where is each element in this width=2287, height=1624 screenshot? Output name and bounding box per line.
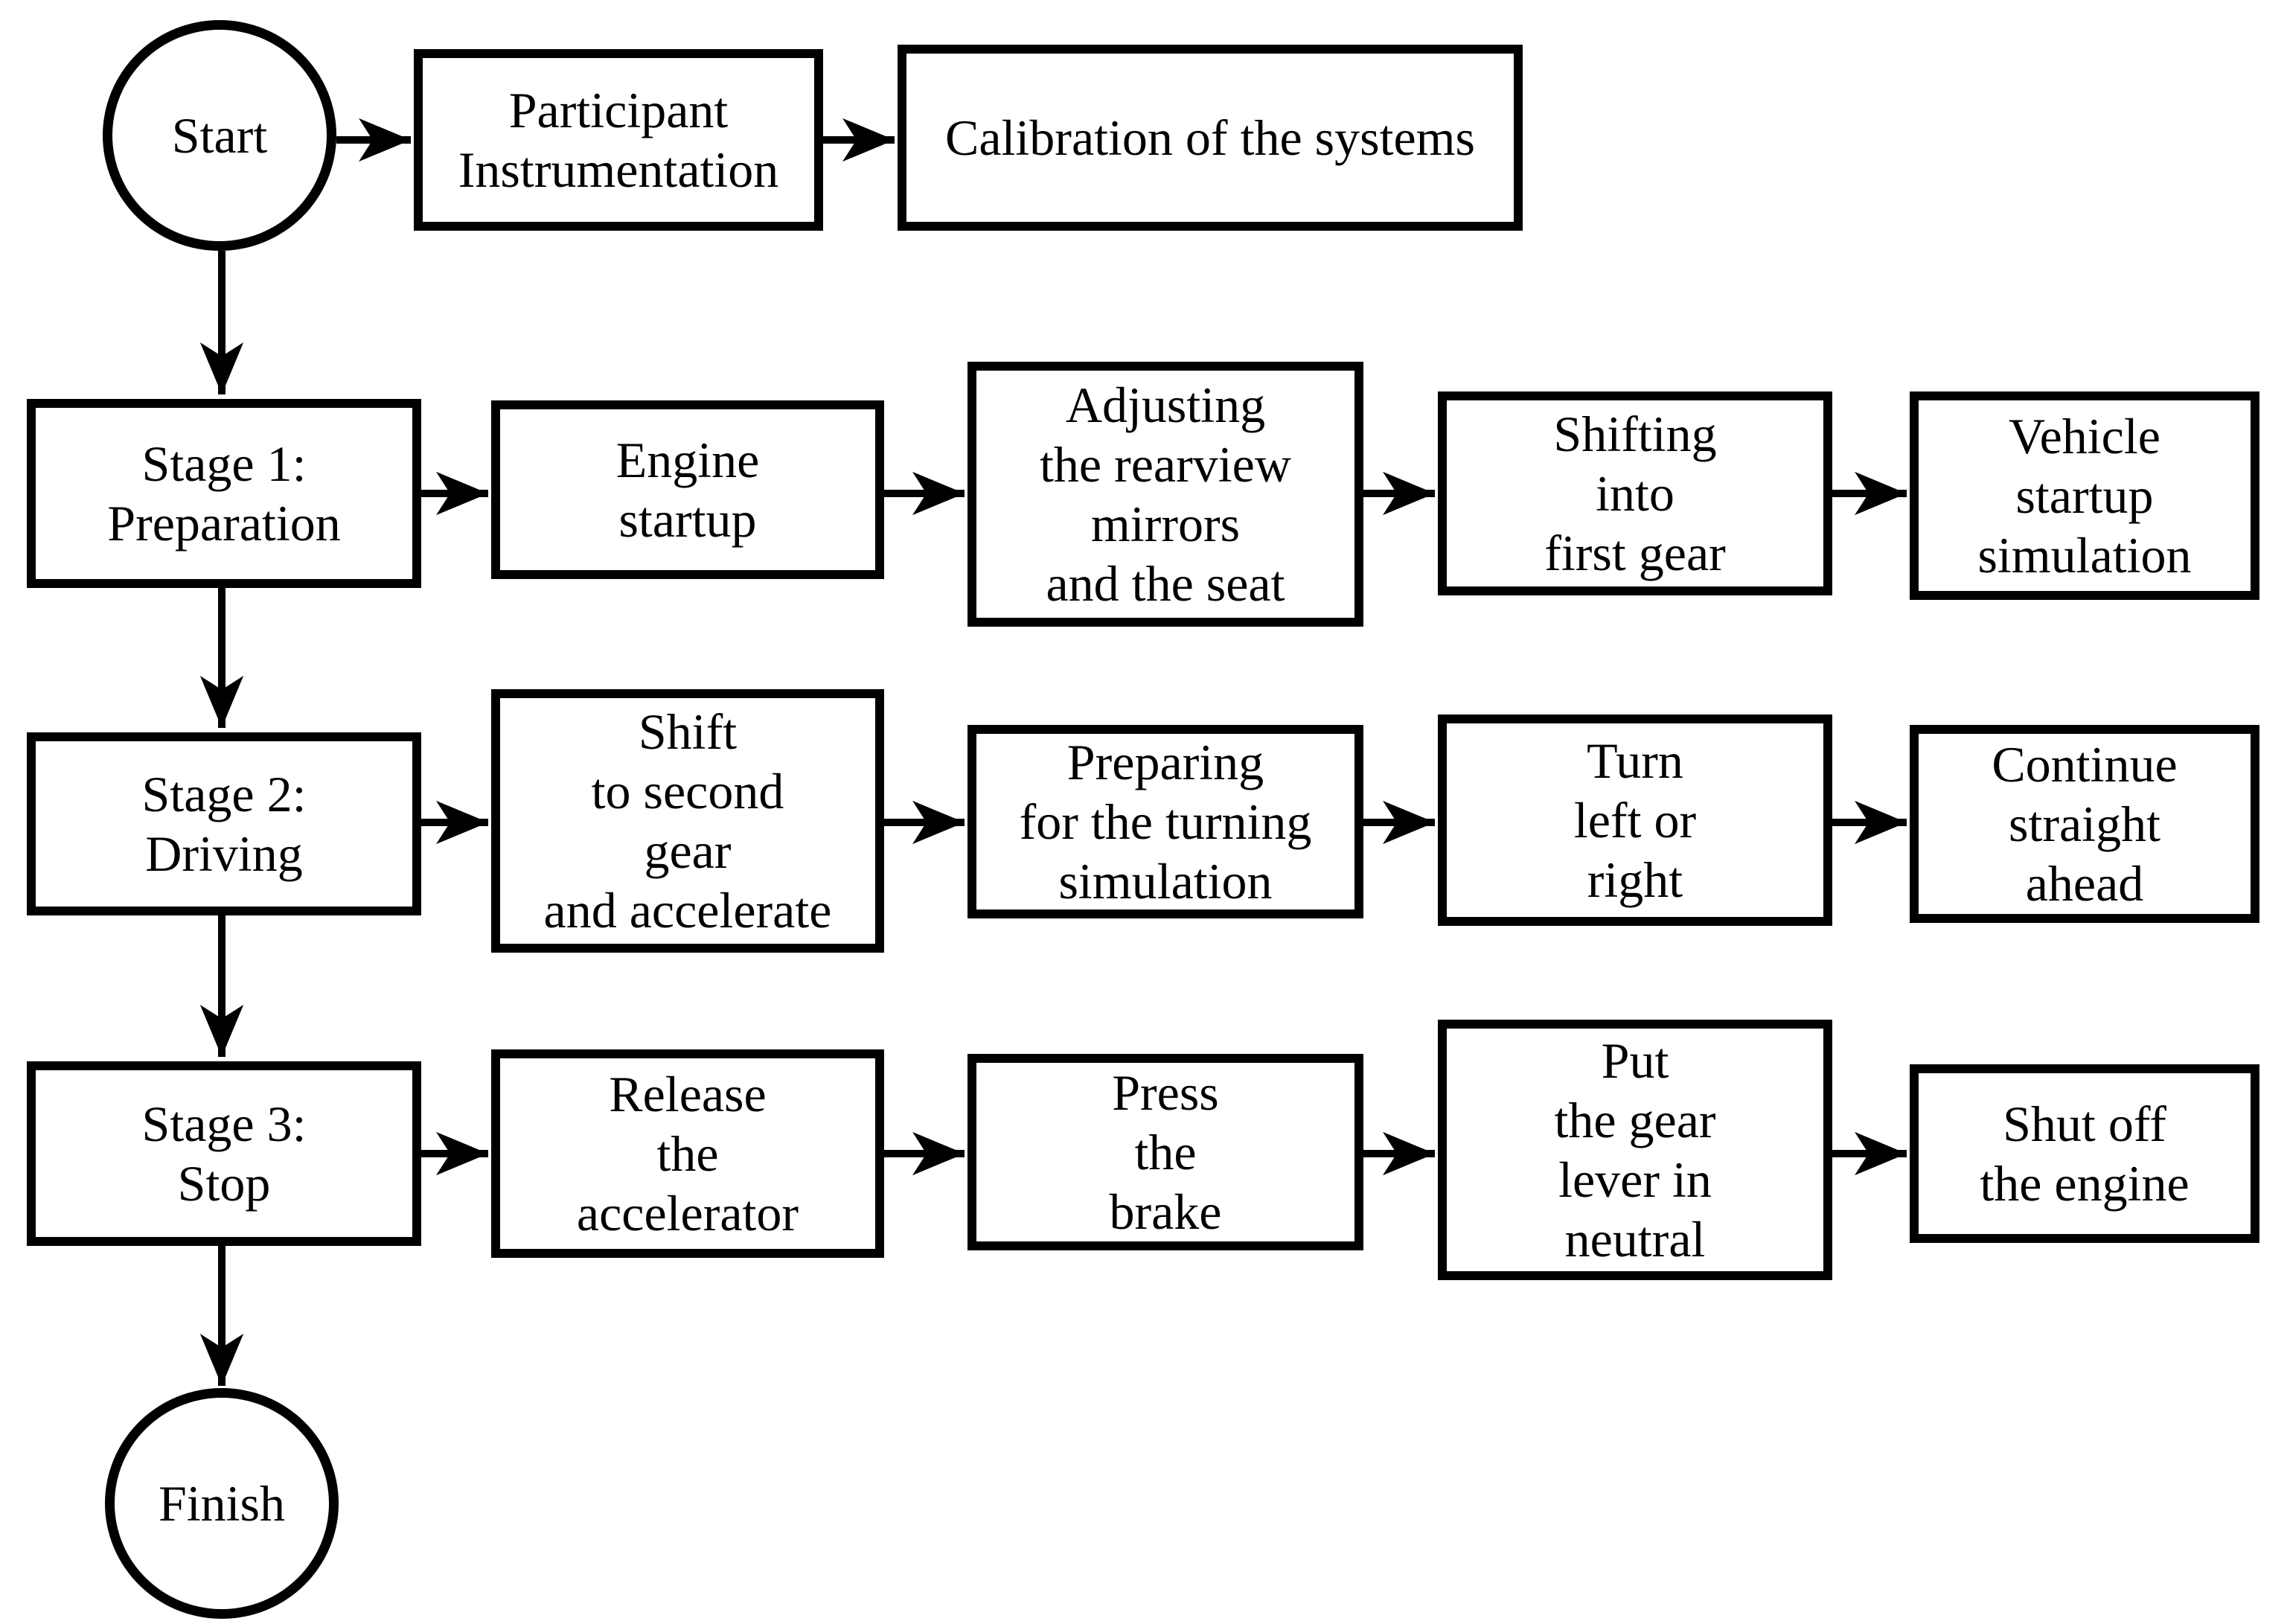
step-engine-startup: Engine startup bbox=[491, 400, 884, 579]
step-participant-instrumentation: Participant Instrumentation bbox=[414, 49, 823, 231]
step-label: Adjusting the rearview mirrors and the s… bbox=[1040, 376, 1291, 613]
step-label: Continue straight ahead bbox=[1992, 735, 2178, 912]
stage1-preparation-box: Stage 1: Preparation bbox=[27, 399, 421, 588]
step-label: Turn left or right bbox=[1573, 732, 1697, 909]
stage-title: Stage 1: Preparation bbox=[107, 435, 341, 552]
step-label: Vehicle startup simulation bbox=[1977, 407, 2192, 584]
step-label: Release the accelerator bbox=[576, 1065, 799, 1242]
step-label: Shifting into first gear bbox=[1544, 405, 1726, 582]
step-label: Shift to second gear and accelerate bbox=[543, 703, 832, 939]
step-label: Shut off the engine bbox=[1980, 1095, 2190, 1212]
step-turn-left-or-right: Turn left or right bbox=[1438, 715, 1832, 926]
step-adjusting-mirrors-seat: Adjusting the rearview mirrors and the s… bbox=[967, 362, 1363, 627]
stage2-driving-box: Stage 2: Driving bbox=[27, 732, 421, 915]
stage-title: Stage 3: Stop bbox=[141, 1095, 307, 1212]
step-shut-off-engine: Shut off the engine bbox=[1910, 1064, 2259, 1243]
stage3-stop-box: Stage 3: Stop bbox=[27, 1061, 421, 1246]
finish-terminal: Finish bbox=[105, 1388, 339, 1619]
step-vehicle-startup-simulation: Vehicle startup simulation bbox=[1910, 391, 2259, 600]
step-continue-straight-ahead: Continue straight ahead bbox=[1910, 725, 2259, 923]
stage-title: Stage 2: Driving bbox=[141, 765, 307, 882]
step-label: Put the gear lever in neutral bbox=[1554, 1032, 1716, 1268]
step-gear-lever-neutral: Put the gear lever in neutral bbox=[1438, 1020, 1832, 1280]
step-label: Participant Instrumentation bbox=[458, 81, 779, 198]
step-shifting-first-gear: Shifting into first gear bbox=[1438, 391, 1832, 595]
start-label: Start bbox=[171, 106, 268, 164]
step-calibration-of-systems: Calibration of the systems bbox=[898, 45, 1523, 231]
step-label: Press the brake bbox=[1109, 1064, 1222, 1241]
step-label: Preparing for the turning simulation bbox=[1019, 733, 1312, 910]
step-release-accelerator: Release the accelerator bbox=[491, 1049, 884, 1258]
start-terminal: Start bbox=[103, 20, 336, 251]
step-press-brake: Press the brake bbox=[967, 1054, 1363, 1250]
finish-label: Finish bbox=[158, 1474, 286, 1532]
step-preparing-turning-simulation: Preparing for the turning simulation bbox=[967, 725, 1363, 918]
step-label: Engine startup bbox=[615, 431, 760, 548]
step-shift-second-gear-accelerate: Shift to second gear and accelerate bbox=[491, 689, 884, 953]
step-label: Calibration of the systems bbox=[944, 109, 1475, 166]
